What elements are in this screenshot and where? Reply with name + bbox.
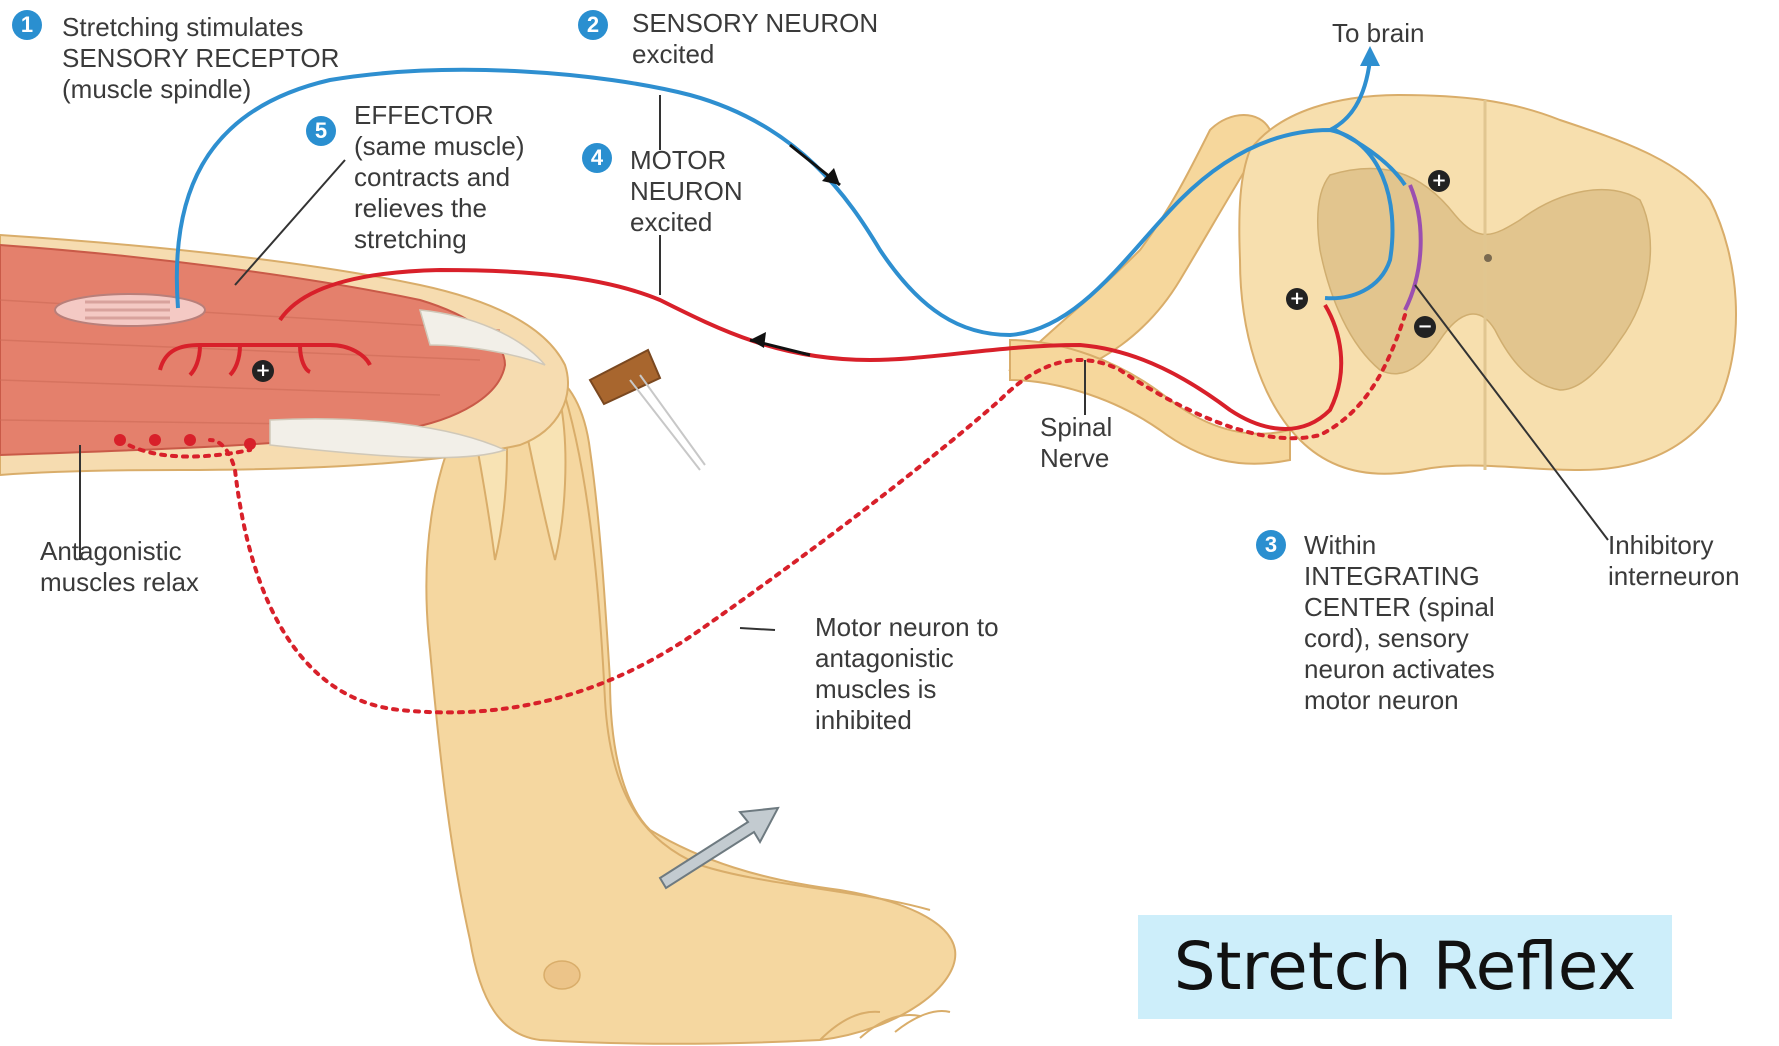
step-4-badge: 4 xyxy=(582,143,612,173)
to-brain-arrowhead xyxy=(1360,46,1380,66)
diagram-title: Stretch Reflex xyxy=(1138,915,1672,1019)
step-4-label: MOTOR NEURON excited xyxy=(630,145,743,238)
excitatory-synapse-plus-icon: + xyxy=(1428,170,1450,192)
inhibitory-interneuron-label: Inhibitory interneuron xyxy=(1608,530,1740,592)
reflex-hammer-icon xyxy=(590,350,705,470)
spinal-nerve-label: Spinal Nerve xyxy=(1040,412,1112,474)
title-banner: Stretch Reflex xyxy=(1138,915,1672,1019)
step-2-badge: 2 xyxy=(578,10,608,40)
step-2-label: SENSORY NEURON excited xyxy=(632,8,878,70)
inhibitory-synapse-minus-icon: − xyxy=(1414,316,1436,338)
antagonistic-muscles-label: Antagonistic muscles relax xyxy=(40,536,199,598)
step-1-label: Stretching stimulates SENSORY RECEPTOR (… xyxy=(62,12,339,105)
step-5-label: EFFECTOR (same muscle) contracts and rel… xyxy=(354,100,524,255)
to-brain-label: To brain xyxy=(1332,18,1425,49)
step-3-badge: 3 xyxy=(1256,530,1286,560)
excitatory-synapse-plus-icon: + xyxy=(1286,288,1308,310)
step-5-badge: 5 xyxy=(306,116,336,146)
excitatory-synapse-plus-icon: + xyxy=(252,360,274,382)
step-1-badge: 1 xyxy=(12,10,42,40)
step-3-label: Within INTEGRATING CENTER (spinal cord),… xyxy=(1304,530,1495,716)
motor-neuron-inhibited-label: Motor neuron to antagonistic muscles is … xyxy=(815,612,999,736)
